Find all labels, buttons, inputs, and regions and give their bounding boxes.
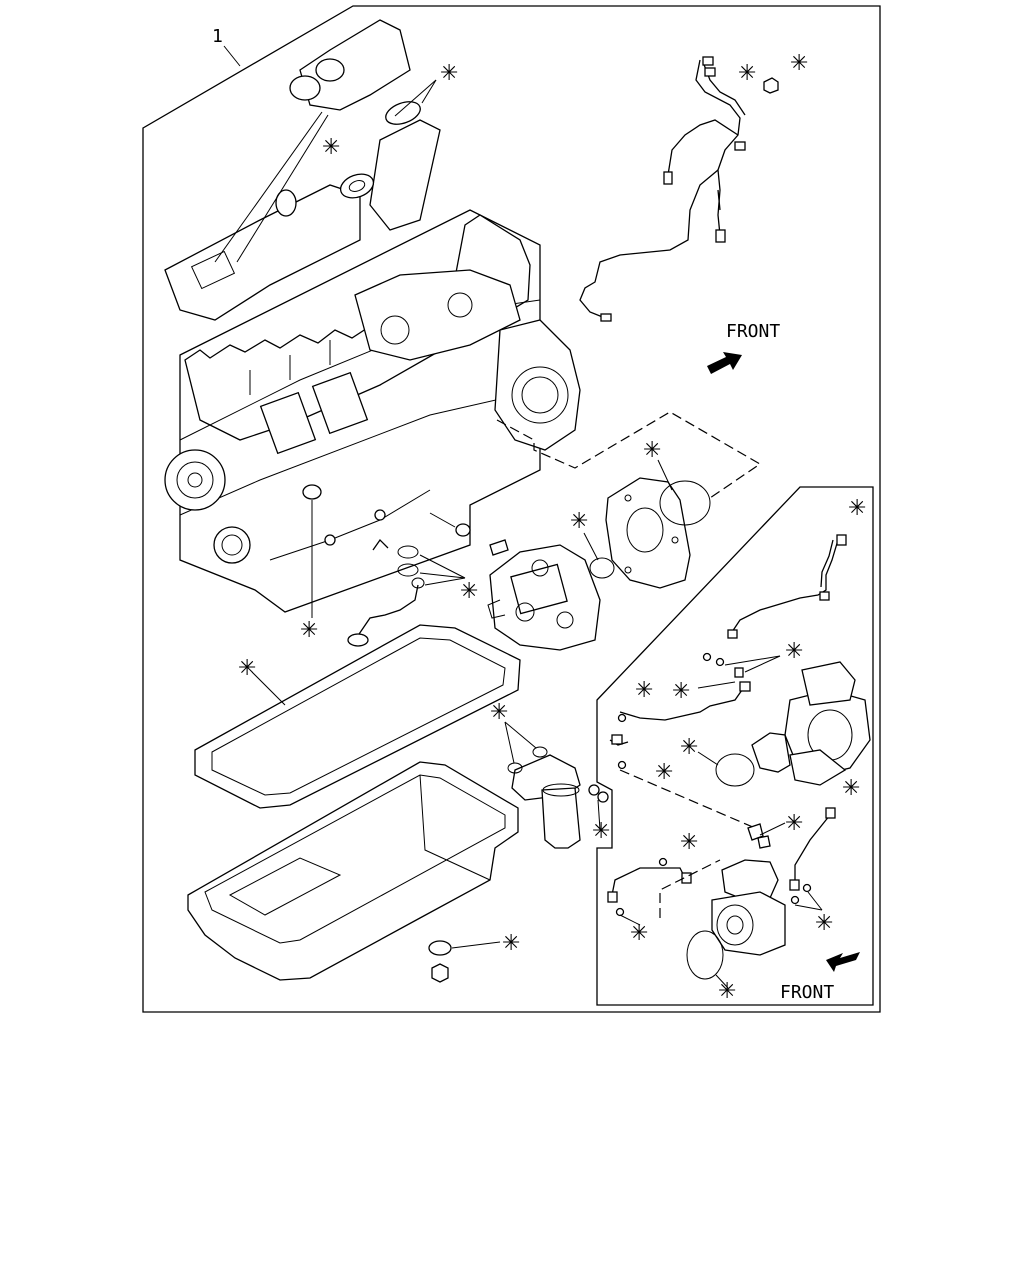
svg-text:✳: ✳ [718, 979, 736, 1004]
oil-filter [511, 754, 581, 849]
front-arrow-icon [707, 352, 742, 374]
filter-bolt-washer [588, 784, 600, 796]
svg-text:✳: ✳ [570, 509, 588, 534]
svg-text:✳: ✳ [592, 819, 610, 844]
svg-text:✳: ✳ [680, 735, 698, 760]
item-number-label: 1 [212, 26, 223, 47]
pump-washer [455, 523, 471, 537]
svg-text:✳: ✳ [738, 61, 756, 86]
water-outlet-gasket [385, 101, 421, 125]
svg-text:✳: ✳ [322, 135, 340, 160]
injection-pipe-set [579, 56, 746, 322]
drain-plug [431, 963, 449, 983]
rear-seal-housing [605, 477, 691, 589]
turbo-o-ring [715, 753, 755, 787]
svg-text:✳: ✳ [680, 830, 698, 855]
intake-gasket [275, 189, 297, 217]
oil-pan [187, 761, 519, 981]
svg-text:✳: ✳ [490, 700, 508, 725]
front-label-inset: FRONT [780, 982, 834, 1003]
front-cover-o-ring [589, 557, 615, 579]
front-label-main: FRONT [726, 321, 780, 342]
svg-text:✳: ✳ [502, 931, 520, 956]
drain-plug-washer [428, 940, 452, 956]
svg-text:✳: ✳ [643, 438, 661, 463]
oil-pan-gasket [194, 624, 521, 809]
rear-housing-o-ring [659, 480, 711, 526]
svg-text:✳: ✳ [630, 921, 648, 946]
pump-bolt [489, 539, 509, 556]
svg-text:✳: ✳ [785, 811, 803, 836]
svg-text:✳: ✳ [655, 760, 673, 785]
svg-text:✳: ✳ [460, 579, 478, 604]
front-seal-o-ring [302, 484, 322, 500]
svg-text:✳: ✳ [815, 911, 833, 936]
item-number-leader [223, 45, 241, 67]
turbo-clamp [751, 732, 791, 773]
air-compressor [711, 859, 786, 956]
svg-text:✳: ✳ [300, 618, 318, 643]
kit-border [142, 5, 881, 1013]
svg-text:✳: ✳ [785, 639, 803, 664]
svg-text:✳: ✳ [672, 679, 690, 704]
svg-text:✳: ✳ [842, 776, 860, 801]
injector-nut [763, 77, 779, 94]
inset-border [596, 486, 874, 1006]
svg-text:✳: ✳ [848, 496, 866, 521]
thermostat-gasket [339, 173, 375, 199]
svg-text:✳: ✳ [440, 61, 458, 86]
svg-text:✳: ✳ [790, 51, 808, 76]
oil-level-pipe [354, 584, 419, 641]
compressor-o-ring [686, 930, 724, 980]
engine-block [164, 19, 581, 613]
front-arrow-inset-icon [826, 952, 860, 972]
svg-text:✳: ✳ [238, 656, 256, 681]
svg-text:✳: ✳ [635, 678, 653, 703]
fuel-supply-pump [487, 544, 601, 651]
turbocharger [784, 661, 871, 786]
kit-asterisk-icon: ✳ ✳ ✳ ✳ ✳ ✳ ✳ ✳ ✳ ✳ ✳ ✳ ✳ ✳ ✳ ✳ ✳ ✳ ✳ ✳ … [238, 51, 866, 1004]
